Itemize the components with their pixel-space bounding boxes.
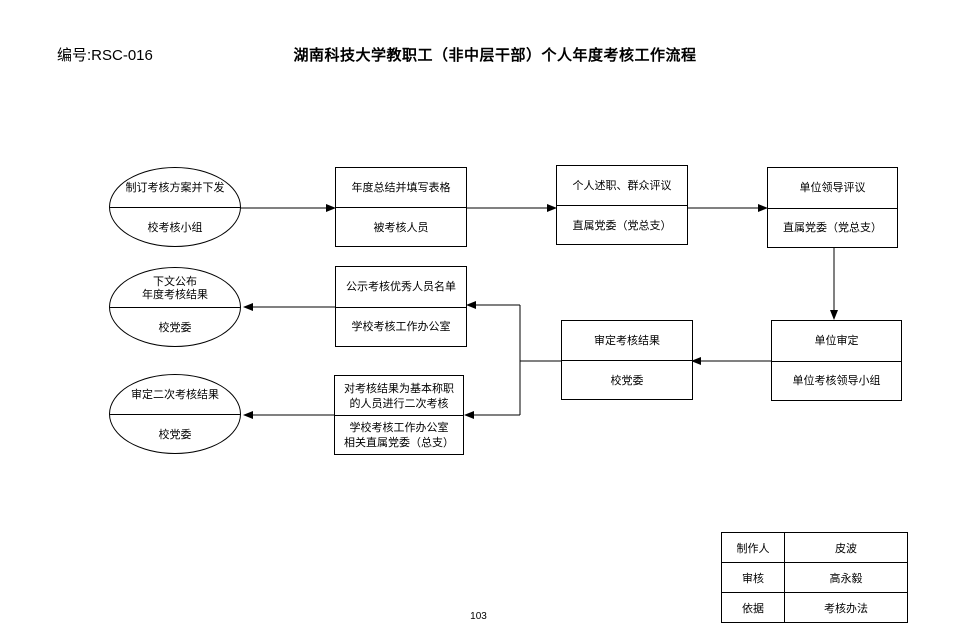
info-row-reviewer: 审核 高永毅: [721, 562, 908, 593]
node-n7-task: 公示考核优秀人员名单: [346, 280, 456, 294]
node-n4-owner: 直属党委（党总支）: [768, 207, 897, 248]
node-n3-task: 个人述职、群众评议: [572, 179, 672, 192]
node-n9-owner: 校党委: [110, 307, 240, 346]
node-n2-task: 年度总结并填写表格: [351, 181, 451, 194]
node-n7-owner: 学校考核工作办公室: [336, 306, 466, 347]
node-n8-task: 对考核结果为基本称职 的人员进行二次考核: [335, 376, 463, 415]
node-n1-task: 制订考核方案并下发: [125, 181, 225, 194]
info-label: 制作人: [721, 532, 785, 563]
node-n1-owner: 校考核小组: [110, 207, 240, 246]
info-value: 考核办法: [784, 592, 908, 623]
node-n2-owner: 被考核人员: [336, 207, 466, 246]
node-n6-task: 审定考核结果: [594, 334, 660, 347]
document-code: 编号:RSC-016: [57, 47, 153, 64]
node-n8-owner-line2: 相关直属党委（总支）: [344, 436, 454, 449]
node-n1: 制订考核方案并下发 校考核小组: [109, 167, 241, 247]
info-label: 审核: [721, 562, 785, 593]
node-n9-task-line1: 下文公布: [153, 274, 197, 288]
node-n8-task-line1: 对考核结果为基本称职: [344, 381, 454, 395]
node-n9: 下文公布 年度考核结果 校党委: [109, 267, 241, 347]
node-n5-task: 单位审定: [814, 334, 859, 348]
info-value: 皮波: [784, 532, 908, 563]
node-n6: 审定考核结果 校党委: [561, 320, 693, 400]
page-number: 103: [470, 611, 487, 622]
info-row-author: 制作人 皮波: [721, 532, 908, 563]
node-n4: 单位领导评议 直属党委（党总支）: [767, 167, 898, 248]
node-n8-task-line2: 的人员进行二次考核: [349, 396, 449, 410]
node-n9-task-line2: 年度考核结果: [142, 287, 208, 301]
info-value: 高永毅: [784, 562, 908, 593]
node-n10-task: 审定二次考核结果: [131, 388, 219, 401]
node-n9-task: 下文公布 年度考核结果: [110, 268, 240, 307]
node-n5-owner: 单位考核领导小组: [772, 360, 901, 401]
node-n5: 单位审定 单位考核领导小组: [771, 320, 902, 401]
page-title: 湖南科技大学教职工（非中层干部）个人年度考核工作流程: [293, 46, 697, 64]
node-n2: 年度总结并填写表格 被考核人员: [335, 167, 467, 247]
node-n10: 审定二次考核结果 校党委: [109, 374, 241, 454]
node-n8: 对考核结果为基本称职 的人员进行二次考核 学校考核工作办公室 相关直属党委（总支…: [334, 375, 464, 455]
node-n4-task: 单位领导评议: [799, 181, 866, 195]
node-n3: 个人述职、群众评议 直属党委（党总支）: [556, 165, 688, 245]
node-n7: 公示考核优秀人员名单 学校考核工作办公室: [335, 266, 467, 347]
node-n6-owner: 校党委: [562, 360, 692, 399]
node-n3-owner: 直属党委（党总支）: [557, 205, 687, 244]
node-n10-owner: 校党委: [110, 414, 240, 453]
info-table: 制作人 皮波 审核 高永毅 依据 考核办法: [721, 532, 908, 623]
node-n8-owner: 学校考核工作办公室 相关直属党委（总支）: [335, 415, 463, 454]
info-row-basis: 依据 考核办法: [721, 592, 908, 623]
node-n8-owner-line1: 学校考核工作办公室: [349, 421, 449, 434]
